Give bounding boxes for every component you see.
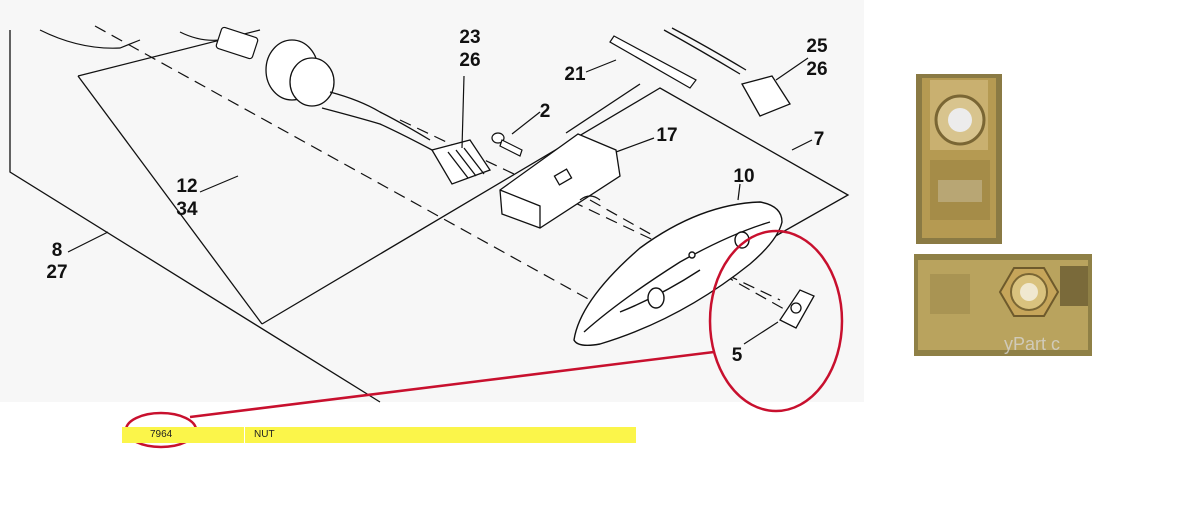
callout-21: 21 xyxy=(564,64,586,85)
parts-list-row[interactable]: 7964 NUT xyxy=(122,427,636,443)
part-description: NUT xyxy=(254,429,275,440)
socket-bracket-17 xyxy=(499,133,621,229)
annotation-arrow-line xyxy=(189,350,715,419)
callout-27: 27 xyxy=(46,262,67,283)
nut-photo-bottom: yPart c xyxy=(914,254,1092,356)
assembly-brackets xyxy=(9,29,850,403)
callout-25: 25 xyxy=(806,36,828,57)
callout-7: 7 xyxy=(814,129,825,150)
lamp-lens-10 xyxy=(573,201,783,347)
connector-23-26 xyxy=(431,139,491,185)
photo-watermark: yPart c xyxy=(1004,334,1060,354)
leader-lines xyxy=(67,57,813,345)
callout-17: 17 xyxy=(656,125,677,146)
nut-photo-top xyxy=(916,74,1002,244)
highlight-circle-nut xyxy=(708,229,844,413)
part-number: 7964 xyxy=(150,429,173,440)
callout-8: 8 xyxy=(52,240,63,261)
cell-divider xyxy=(244,427,245,443)
connector-25-26 xyxy=(663,27,791,117)
callout-26: 26 xyxy=(806,59,827,80)
harness-connector-top-left xyxy=(39,26,259,60)
nut-5 xyxy=(779,289,815,329)
screw-2 xyxy=(491,132,523,157)
callout-2: 2 xyxy=(540,101,551,122)
callout-34: 34 xyxy=(176,199,198,220)
callout-26: 26 xyxy=(459,50,480,71)
strip-21 xyxy=(609,35,697,89)
callout-5: 5 xyxy=(732,345,743,366)
callout-12: 12 xyxy=(176,176,197,197)
diagram-panel xyxy=(0,0,864,402)
callout-23: 23 xyxy=(459,27,480,48)
callout-10: 10 xyxy=(733,166,754,187)
bulb-socket xyxy=(265,39,433,151)
